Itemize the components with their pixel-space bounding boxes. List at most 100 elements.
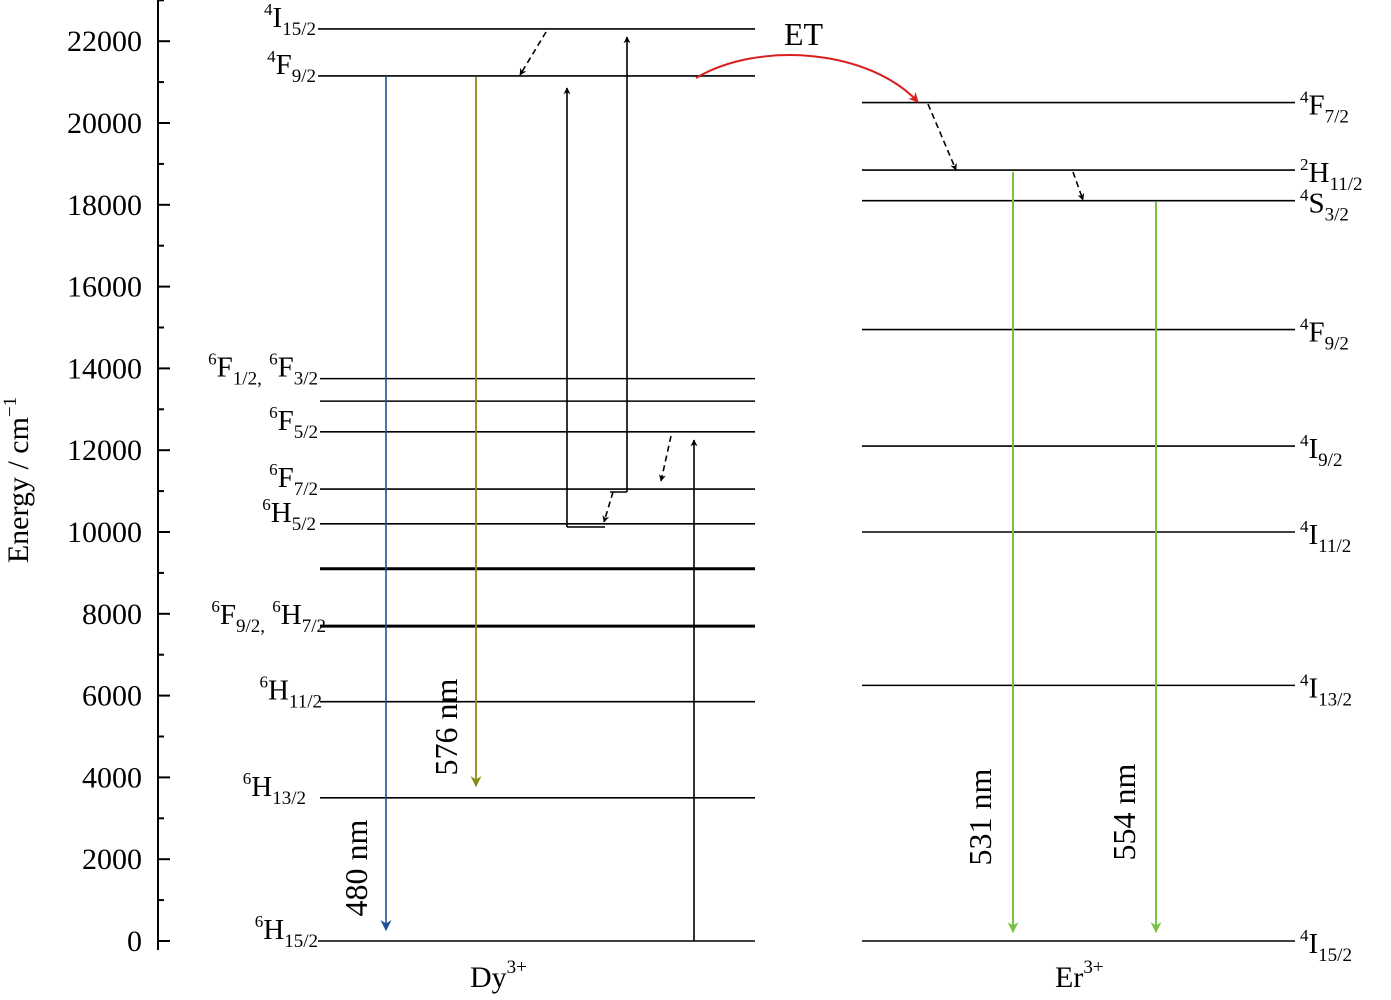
term-j-value: 7/2: [1325, 107, 1349, 128]
term-multiplicity: 4: [1300, 315, 1309, 334]
term-multiplicity: 6: [255, 912, 264, 931]
term-multiplicity: 6: [272, 597, 281, 616]
term-j-value: 3/2: [1325, 205, 1349, 226]
term-j-value: 13/2: [272, 788, 306, 809]
er-level-label: 4F7/2: [1300, 88, 1349, 128]
ion-label-dy: Dy3+: [470, 957, 527, 994]
term-multiplicity: 4: [1300, 88, 1309, 107]
y-axis-label: Energy / cm−1: [0, 397, 35, 563]
dy-level-label: 4F9/2: [267, 47, 316, 87]
y-tick-label: 6000: [82, 680, 142, 713]
ion-label-er-name: Er: [1055, 961, 1083, 994]
ion-label-er-charge: 3+: [1083, 957, 1103, 978]
y-tick-label: 14000: [67, 352, 142, 385]
term-multiplicity: 6: [269, 350, 278, 369]
dy-level-label: 6F5/2: [269, 403, 318, 443]
term-j-value: 15/2: [284, 931, 318, 952]
y-tick-label: 16000: [67, 271, 142, 304]
term-multiplicity: 4: [1300, 926, 1309, 945]
term-j-value: 9/2: [292, 66, 316, 87]
term-letter: F: [278, 405, 294, 437]
dy-level-label: 6H5/2: [262, 495, 316, 535]
term-letter: I: [1309, 433, 1319, 465]
dy-level-label: 6H13/2: [243, 769, 306, 809]
term-letter: H: [1309, 157, 1330, 189]
dy-level-label: 6F1/2, 6F3/2: [208, 350, 318, 390]
relaxation-arrow-dy-f72: [602, 491, 614, 523]
term-j-value: 5/2: [294, 422, 318, 443]
term-j-value: 11/2: [289, 692, 322, 713]
term-j-value: 1/2: [233, 369, 257, 390]
term-multiplicity: 6: [243, 769, 252, 788]
er-level-label: 4F9/2: [1300, 315, 1349, 355]
term-multiplicity: 4: [267, 47, 276, 66]
relaxation-arrow-er-f72: [927, 103, 957, 171]
term-letter: H: [281, 599, 302, 631]
term-j-value: 9/2: [1325, 334, 1349, 355]
term-j-value: 9/2: [1318, 450, 1342, 471]
term-multiplicity: 4: [1300, 517, 1309, 536]
term-letter: F: [278, 352, 294, 384]
ion-label-dy-charge: 3+: [507, 957, 527, 978]
emission-531-label: 531 nm: [962, 768, 998, 865]
term-multiplicity: 6: [262, 495, 271, 514]
term-space: [262, 352, 269, 384]
term-letter: I: [1309, 928, 1319, 960]
er-level-label: 4I11/2: [1300, 517, 1351, 557]
emission-576-label: 576 nm: [428, 678, 464, 775]
y-tick-label: 20000: [67, 107, 142, 140]
er-level-label: 4I9/2: [1300, 431, 1342, 471]
term-j-value: 7/2: [294, 479, 318, 500]
emission-554-label: 554 nm: [1106, 763, 1142, 860]
relaxation-arrow-dy-f52: [658, 435, 672, 482]
relaxation-arrow-er-h112: [1072, 171, 1085, 201]
y-tick-label: 8000: [82, 598, 142, 631]
term-j-value: 15/2: [1318, 945, 1352, 966]
y-tick-label: 2000: [82, 843, 142, 876]
relaxation-arrow-dy-i152: [519, 31, 547, 76]
dy-level-label: 6H11/2: [259, 673, 322, 713]
energy-transfer-arrow: [695, 54, 919, 103]
term-letter: H: [271, 497, 292, 529]
term-letter: F: [217, 352, 233, 384]
dy-level-label: 6F9/2, 6H7/2: [211, 597, 326, 637]
y-axis-label-text: Energy / cm: [2, 417, 35, 563]
term-multiplicity: 6: [269, 403, 278, 422]
term-letter: H: [268, 675, 289, 707]
dy-level-label: 6H15/2: [255, 912, 318, 952]
y-tick-label: 0: [127, 925, 142, 958]
term-j-value: 9/2: [236, 616, 260, 637]
term-letter: S: [1309, 188, 1325, 220]
emission-480-label: 480 nm: [338, 819, 374, 916]
y-tick-label: 22000: [67, 25, 142, 58]
er-level-label: 4I15/2: [1300, 926, 1352, 966]
er-level-label: 2H11/2: [1300, 155, 1363, 195]
y-axis-label-superscript: −1: [0, 397, 21, 417]
er-level-label: 4S3/2: [1300, 186, 1349, 226]
term-j-value: 7/2: [302, 616, 326, 637]
energy-transfer-label: ET: [784, 16, 824, 52]
y-tick-label: 18000: [67, 189, 142, 222]
ion-label-er: Er3+: [1055, 957, 1104, 994]
term-multiplicity: 4: [1300, 670, 1309, 689]
term-multiplicity: 4: [1300, 186, 1309, 205]
term-letter: H: [251, 771, 272, 803]
y-tick-label: 4000: [82, 761, 142, 794]
term-separator: ,: [260, 616, 265, 637]
term-j-value: 11/2: [1318, 536, 1351, 557]
term-letter: I: [1309, 519, 1319, 551]
term-j-value: 3/2: [294, 369, 318, 390]
dy-level-label: 6F7/2: [269, 460, 318, 500]
term-letter: F: [220, 599, 236, 631]
term-multiplicity: 2: [1300, 155, 1309, 174]
y-axis: 0200040006000800010000120001400016000180…: [0, 0, 170, 958]
er-energy-levels: 4F7/22H11/24S3/24F9/24I9/24I11/24I13/24I…: [862, 88, 1363, 966]
term-separator: ,: [257, 369, 262, 390]
term-multiplicity: 4: [264, 0, 273, 19]
term-letter: I: [1309, 672, 1319, 704]
term-letter: H: [263, 914, 284, 946]
term-letter: F: [278, 462, 294, 494]
term-multiplicity: 6: [208, 350, 217, 369]
